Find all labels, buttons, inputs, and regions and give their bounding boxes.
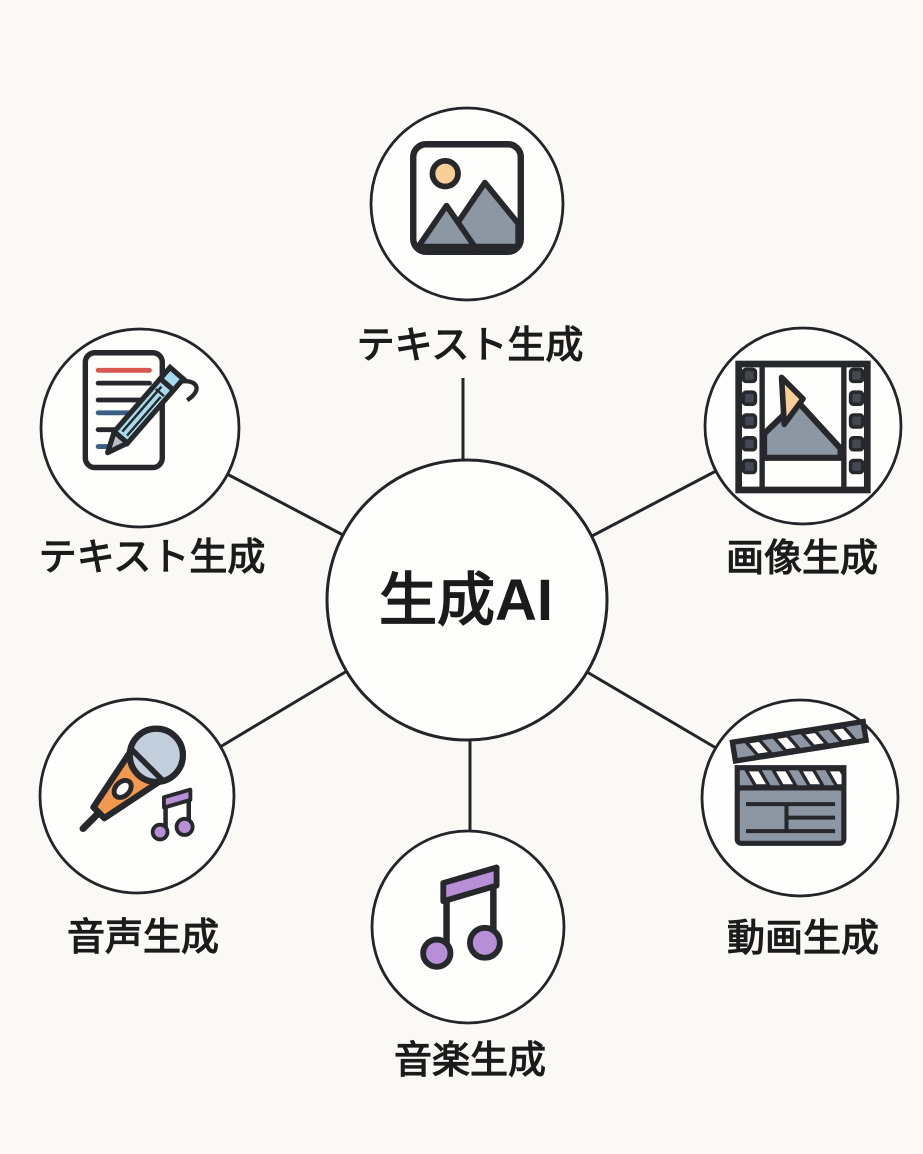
microphone-head-seam [128,746,166,783]
film-hole [848,390,865,406]
film-hole [848,435,865,452]
clapper-top-stick [729,718,870,765]
picture-icon [410,141,524,255]
film-hole [741,413,758,429]
clapper-stripe [826,724,859,744]
film-flag-triangle [778,374,806,428]
center-title: 生成AI [379,568,553,633]
film-hole [848,458,865,475]
microphone-tail [79,811,101,833]
clapper-stripe [742,738,775,758]
node-bottom-left: 音声生成 [38,697,236,959]
node-top-left-label: テキスト生成 [39,537,266,579]
note-beam [440,864,500,905]
node-top: テキスト生成 [357,106,584,367]
film-holes-left [741,367,758,475]
node-top-right: 画像生成 [703,326,903,580]
pencil-document-icon [82,350,199,471]
small-note-icon [150,787,195,842]
pencil-detail-line [126,396,162,437]
node-top-label: テキスト生成 [357,325,584,367]
connector-bottom-right [586,670,717,750]
clapperboard-icon [729,718,870,846]
node-bottom-circle [370,829,566,1025]
clapper-stripe [770,733,803,753]
film-hole [741,367,758,384]
small-note-head [150,822,170,842]
node-bottom: 音楽生成 [370,829,566,1082]
film-strip-icon [735,360,871,494]
node-top-left: テキスト生成 [39,327,266,579]
node-top-right-label: 画像生成 [726,538,878,580]
pencil-detail-line [154,388,165,397]
film-hole [741,390,758,406]
pencil-clip [181,379,199,403]
film-hole [741,458,758,475]
pencil-cap [156,363,187,394]
small-note-head [174,816,195,837]
center-circle [325,458,609,742]
clapper-body-lines [746,802,836,834]
microphone-head [126,725,187,786]
connector-lines [219,378,717,831]
node-bottom-left-label: 音声生成 [67,917,219,959]
microphone-body [79,725,187,833]
note-head-right [467,924,503,961]
node-bottom-label: 音楽生成 [394,1040,546,1082]
microphone-hole [111,777,134,800]
music-notes-icon [420,864,503,970]
note-head-left [420,936,454,970]
picture-sun [429,157,461,190]
connector-bottom-left [219,669,348,749]
clapper-lower-bar [734,765,847,791]
pencil [105,363,199,456]
center-node: 生成AI [325,458,609,742]
small-note-beam [162,787,193,810]
pencil-detail-line [121,385,163,433]
film-hole [848,413,865,429]
clapper-stripe [798,729,831,749]
film-hole [848,367,865,384]
film-hole [741,435,758,452]
node-bottom-right-label: 動画生成 [727,918,879,960]
connector-top-right [591,469,717,538]
clapper-stripe [824,768,845,788]
microphone-icon [79,725,195,842]
node-bottom-right: 動画生成 [700,698,900,960]
connector-top-left [226,472,344,537]
picture-mountain-small [415,202,478,250]
film-holes-right [848,367,865,475]
